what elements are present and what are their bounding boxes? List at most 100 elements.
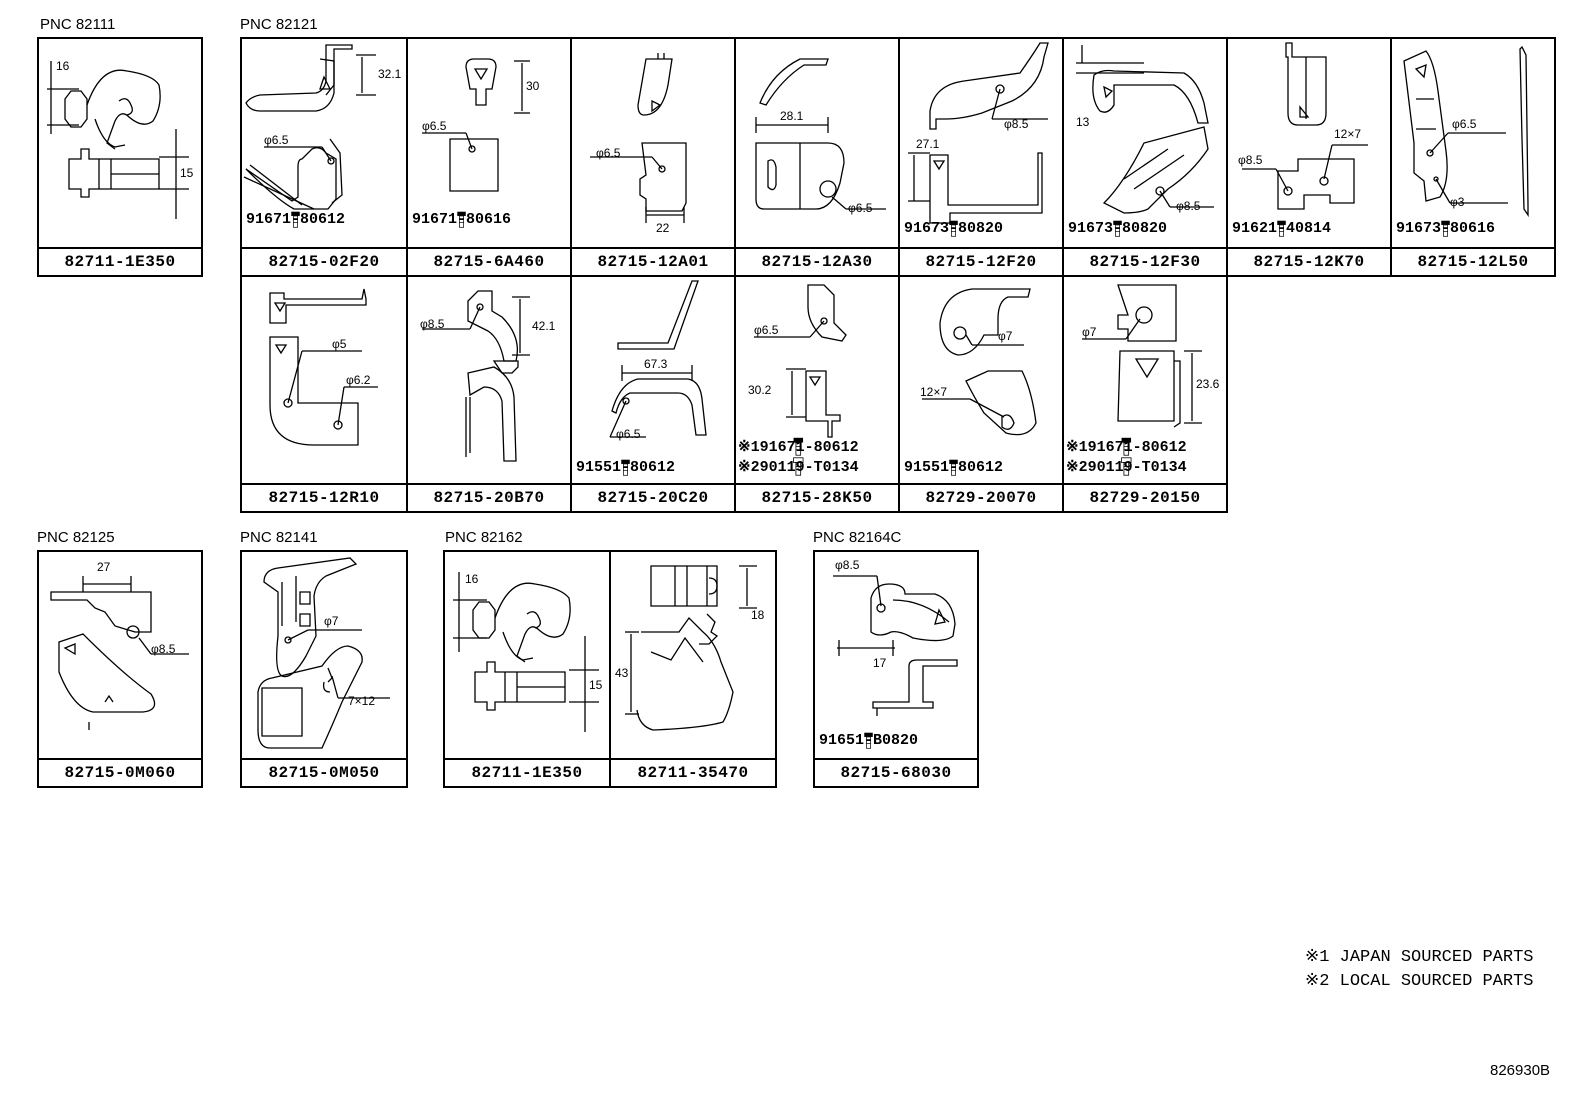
dim-hole: φ8.5 (1176, 199, 1201, 213)
part-cell-11[interactable]: 67.3 φ6.5 91551-80612 82715-20C20 (570, 275, 736, 513)
part-number[interactable]: 82715-12L50 (1392, 247, 1554, 275)
part-number[interactable]: 82715-68030 (815, 758, 977, 786)
bolt-number: ※191671-80612 (738, 439, 859, 456)
bracket-drawing (269, 288, 378, 446)
bracket-drawing (1082, 284, 1202, 428)
part-number[interactable]: 82729-20070 (900, 483, 1062, 511)
bolt-label: 91673-80820 (904, 220, 1003, 237)
part-cell-3[interactable]: φ6.5 22 82715-12A01 (570, 37, 736, 277)
part-number[interactable]: 82715-12R10 (242, 483, 406, 511)
part-cell-19[interactable]: φ8.5 17 91651-B0820 82715-68030 (813, 550, 979, 788)
bolt-label: 91651-B0820 (819, 732, 918, 749)
bolt-number: ※290119-T0134 (738, 459, 859, 476)
part-number[interactable]: 82711-1E350 (39, 247, 201, 275)
part-cell-7[interactable]: 12×7 φ8.5 91621-40814 82715-12K70 (1226, 37, 1392, 277)
dim-hole: φ5 (332, 337, 347, 351)
dim-height: 23.6 (1196, 377, 1220, 391)
part-cell-5[interactable]: φ8.5 27.1 91673-80820 82715-12F20 (898, 37, 1064, 277)
dim-width: 67.3 (644, 357, 668, 371)
bracket-drawing (754, 284, 847, 438)
bolt-icon (793, 437, 804, 456)
bolt-number: ※290119-T0134 (1066, 459, 1187, 476)
part-number[interactable]: 82729-20150 (1064, 483, 1226, 511)
bolt-icon (457, 211, 466, 228)
bracket-drawing (922, 288, 1037, 436)
bracket-drawing (833, 575, 958, 716)
bolt-label: 91551-80612 (576, 459, 675, 476)
bolt-number: ※191671-80612 (1066, 439, 1187, 456)
dim-hole-2: φ6.2 (346, 373, 371, 387)
dim-hole: φ8.5 (835, 558, 860, 572)
dim-height: 42.1 (532, 319, 556, 333)
dim-hole: φ7 (1082, 325, 1097, 339)
part-cell-1[interactable]: 32.1 φ6.5 91671-80612 82715-02F20 (240, 37, 408, 277)
part-cell-2[interactable]: 30 φ6.5 91671-80616 82715-6A460 (406, 37, 572, 277)
part-number[interactable]: 82715-6A460 (408, 247, 570, 275)
part-number[interactable]: 82715-0M050 (242, 758, 406, 786)
bracket-drawing (422, 290, 530, 462)
dim-hole: φ8.5 (420, 317, 445, 331)
bolt-label: 91671-80612 (246, 211, 345, 228)
part-number[interactable]: 82715-12F30 (1064, 247, 1226, 275)
bolt-icon (949, 220, 958, 237)
dim-hole: φ6.5 (596, 146, 621, 160)
dim-length: 43 (615, 666, 629, 680)
bracket-drawing (590, 53, 687, 223)
bracket-drawing (908, 42, 1049, 224)
part-cell-9[interactable]: φ5 φ6.2 82715-12R10 (240, 275, 408, 513)
pnc-label-82121: PNC 82121 (240, 16, 318, 33)
part-number[interactable]: 82715-20B70 (408, 483, 570, 511)
part-cell-14[interactable]: φ7 23.6 ※191671-80612 ※290119-T0134 8272… (1062, 275, 1228, 513)
dim-height: 18 (751, 608, 765, 622)
part-number[interactable]: 82715-12A30 (736, 247, 898, 275)
part-cell-4[interactable]: 28.1 φ6.5 82715-12A30 (734, 37, 900, 277)
dim-hole: φ7 (998, 329, 1013, 343)
bolt-label: 91673-80820 (1068, 220, 1167, 237)
dim-hole: φ6.5 (754, 323, 779, 337)
dim-width: 15 (180, 166, 194, 180)
part-number[interactable]: 82711-1E350 (445, 758, 609, 786)
part-cell-15[interactable]: 27 φ8.5 82715-0M060 (37, 550, 203, 788)
bolt-label: 91671-80616 (412, 211, 511, 228)
pnc-label-82111: PNC 82111 (40, 16, 116, 33)
part-number[interactable]: 82715-12F20 (900, 247, 1062, 275)
pnc-label-82141: PNC 82141 (240, 529, 318, 546)
dim-slot: 7×12 (348, 694, 376, 708)
part-cell-16[interactable]: φ7 7×12 82715-0M050 (240, 550, 408, 788)
clip-drawing (625, 565, 757, 731)
dim-width: 28.1 (780, 109, 804, 123)
dim-height: 16 (465, 572, 479, 586)
dim-hole: φ8.5 (151, 642, 176, 656)
part-cell-17[interactable]: 16 15 82711-1E350 (443, 550, 611, 788)
part-cell-12[interactable]: φ6.5 30.2 ※191671-80612 ※290119-T0134 82… (734, 275, 900, 513)
dim-height: 32.1 (378, 67, 402, 81)
part-number[interactable]: 82715-12K70 (1228, 247, 1390, 275)
part-cell-13[interactable]: φ7 12×7 91551-80612 82729-20070 (898, 275, 1064, 513)
bolt-icon (1113, 220, 1122, 237)
bracket-drawing (1403, 45, 1529, 218)
dim-height: 13 (1076, 115, 1090, 129)
dim-height: 30.2 (748, 383, 772, 397)
part-number[interactable]: 82715-28K50 (736, 483, 898, 511)
bracket-drawing (243, 44, 376, 210)
part-cell-0[interactable]: 16 15 82711-1E350 (37, 37, 203, 277)
part-number[interactable]: 82715-20C20 (572, 483, 734, 511)
dim-hole: φ8.5 (1238, 153, 1263, 167)
figure-reference: 826930B (1490, 1062, 1551, 1079)
bolt-label: 91551-80612 (904, 459, 1003, 476)
dim-hole: φ8.5 (1004, 117, 1029, 131)
dim-hole: φ6.5 (422, 119, 447, 133)
bolt-icon (949, 459, 958, 476)
dim-width: 22 (656, 221, 670, 235)
bracket-drawing (50, 576, 189, 730)
part-cell-6[interactable]: 13 φ8.5 91673-80820 82715-12F30 (1062, 37, 1228, 277)
part-number[interactable]: 82715-0M060 (39, 758, 201, 786)
part-cell-18[interactable]: 18 43 82711-35470 (609, 550, 777, 788)
part-number[interactable]: 82715-02F20 (242, 247, 406, 275)
bracket-drawing (1076, 45, 1214, 214)
dim-hole: φ6.5 (1452, 117, 1477, 131)
part-cell-8[interactable]: φ6.5 φ3 91673-80616 82715-12L50 (1390, 37, 1556, 277)
part-number[interactable]: 82715-12A01 (572, 247, 734, 275)
part-number[interactable]: 82711-35470 (611, 758, 775, 786)
part-cell-10[interactable]: φ8.5 42.1 82715-20B70 (406, 275, 572, 513)
